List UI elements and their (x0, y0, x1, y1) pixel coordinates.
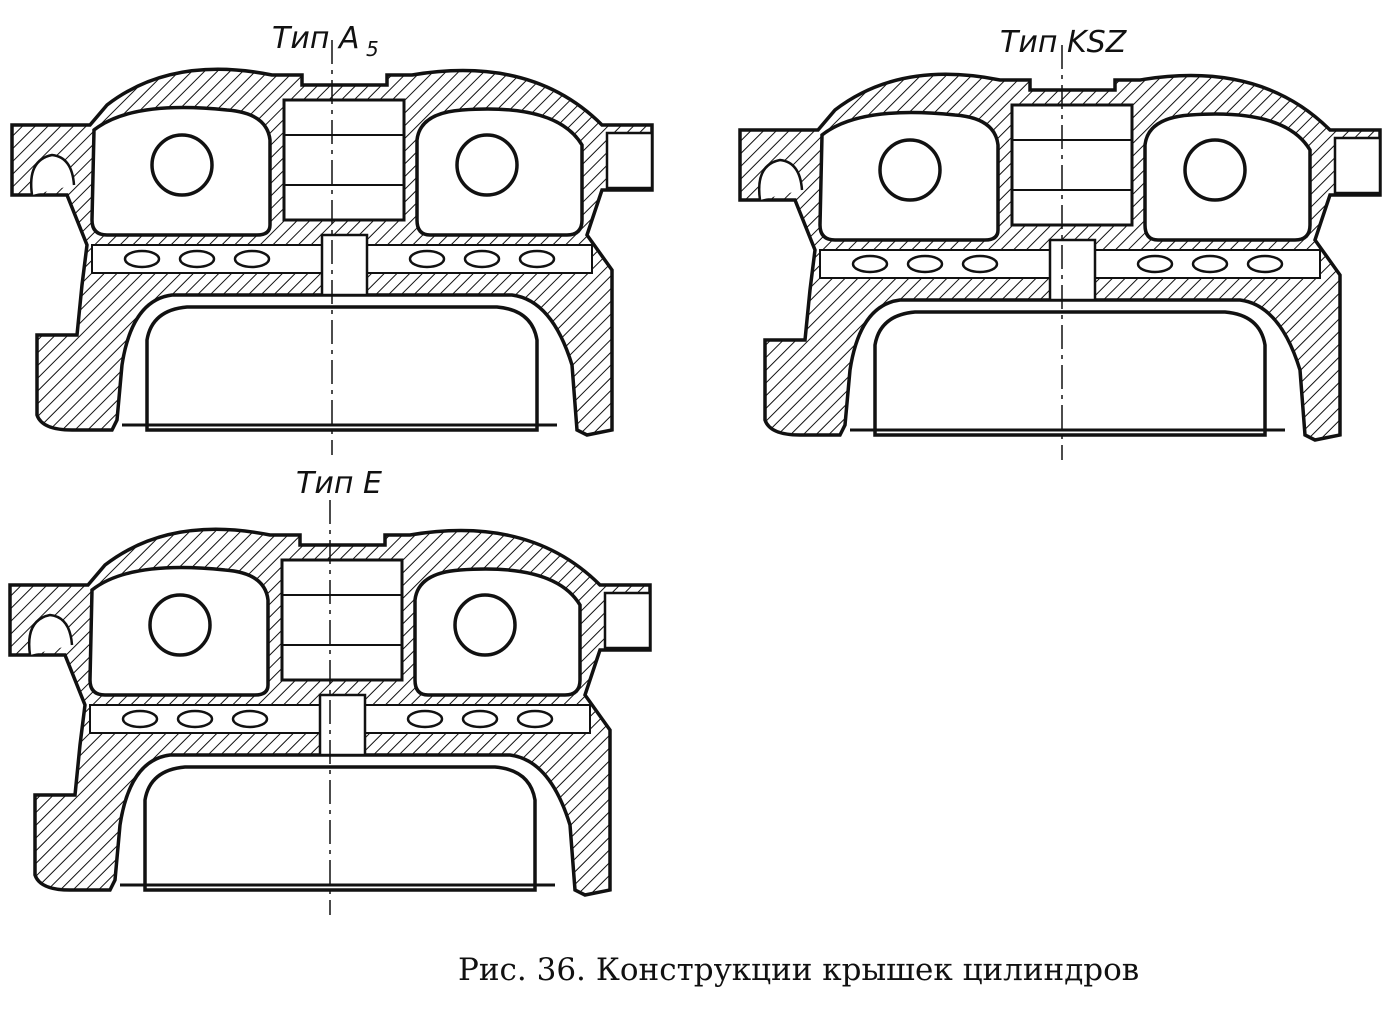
drawing-title-e: Тип E (296, 466, 382, 501)
drawing-type-ksz: Тип KSZ (738, 25, 1382, 460)
figure-caption: Рис. 36.Конструкции крышек цилиндров (458, 952, 1149, 988)
figure-caption-text: Конструкции крышек цилиндров (595, 952, 1140, 988)
drawing-type-a5: Тип A 5 (10, 21, 654, 455)
drawing-title-ksz: Тип KSZ (1000, 25, 1128, 60)
figure-number: Рис. 36. (458, 952, 586, 988)
drawing-title-a5-subscript: 5 (366, 37, 379, 61)
drawing-title-a5: Тип A (272, 21, 360, 56)
drawing-type-e: Тип E (8, 466, 652, 915)
